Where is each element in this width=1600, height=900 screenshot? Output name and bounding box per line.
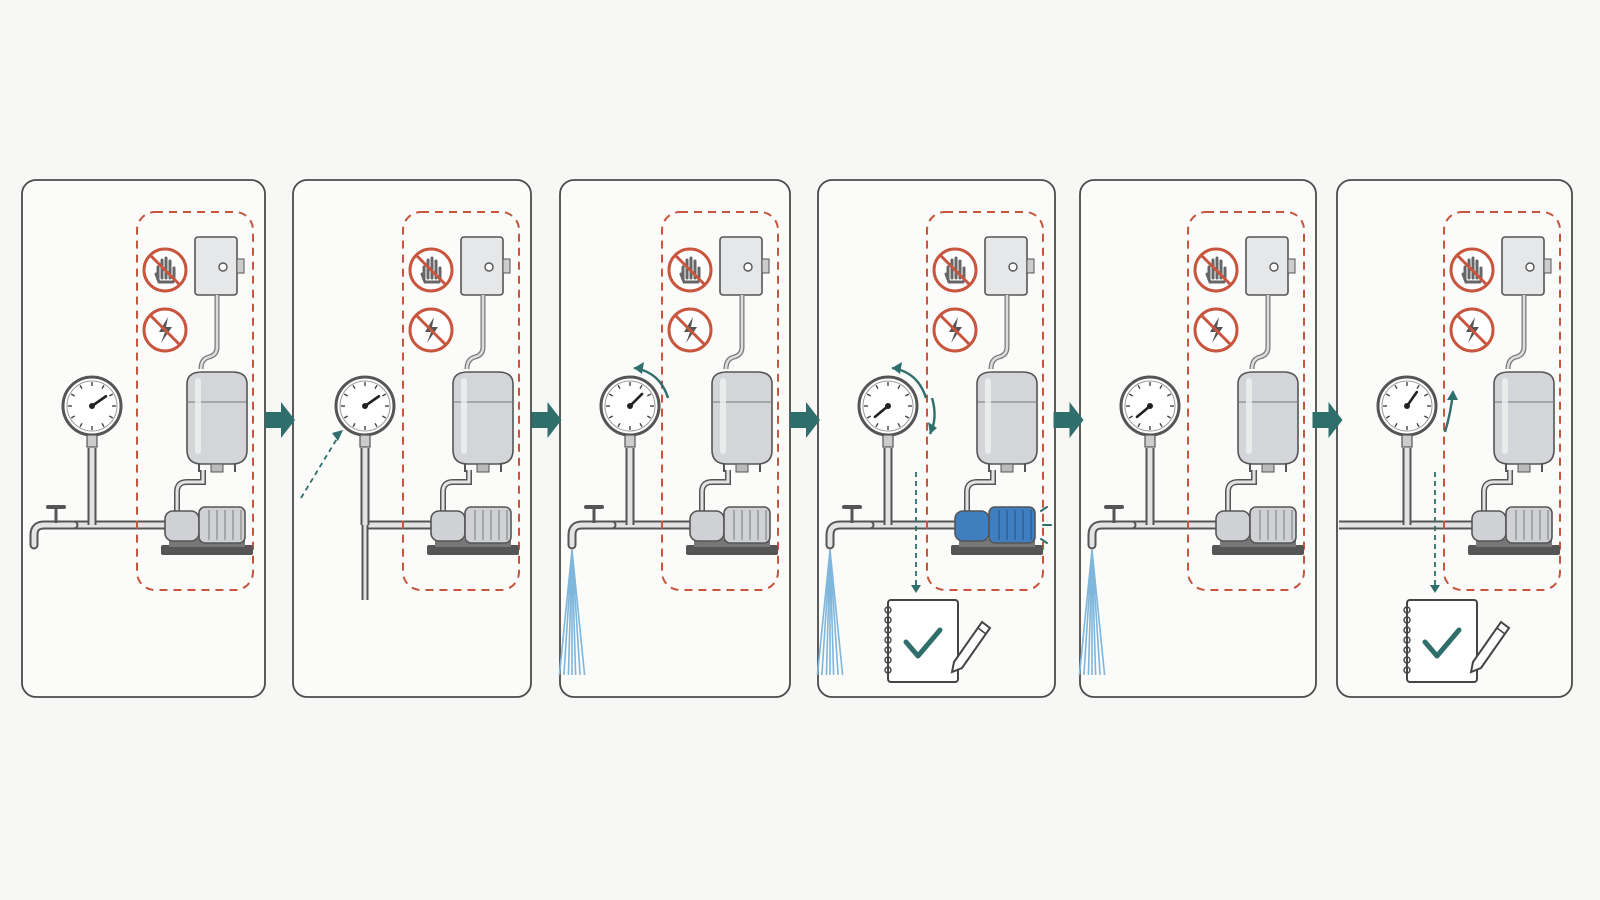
pressure-gauge-icon (61, 375, 123, 448)
panel-frame (1079, 179, 1317, 698)
water-stream-icon (816, 549, 844, 676)
control-box-icon (460, 236, 511, 370)
rotation-arrow-icon (928, 397, 937, 435)
faucet-icon (567, 505, 617, 550)
step-panel-1 (21, 179, 266, 698)
step-connectors (265, 402, 1343, 438)
hazard-zone-icon (926, 211, 1044, 591)
pipe-icon (360, 448, 472, 600)
pressure-gauge-icon (334, 375, 396, 448)
rotation-arrow-icon (891, 362, 928, 399)
panel-frame (817, 179, 1056, 698)
hazard-zone-icon (1187, 211, 1305, 591)
step-panel-6 (1336, 179, 1573, 698)
pipe-icon (1339, 448, 1513, 530)
faucet-icon (825, 505, 875, 550)
rotation-arrow-icon (1443, 390, 1458, 433)
pressure-tank-icon (976, 371, 1038, 473)
hazard-zone-icon (661, 211, 779, 591)
no-electricity-icon (142, 307, 188, 353)
panel-frame (292, 179, 532, 698)
pump-motor-icon (951, 506, 1052, 555)
step-panel-2 (292, 179, 532, 698)
pump-motor-icon (1212, 506, 1304, 555)
pressure-gauge-icon (599, 375, 661, 448)
pressure-tank-icon (1493, 371, 1555, 473)
step-arrow-icon (790, 402, 820, 438)
no-electricity-icon (932, 307, 978, 353)
hazard-zone-icon (1443, 211, 1561, 591)
record-arrow-icon (1430, 472, 1440, 593)
control-box-icon (1245, 236, 1296, 370)
control-box-icon (1501, 236, 1552, 370)
step-panel-3 (558, 179, 791, 698)
hazard-zone-icon (136, 211, 254, 591)
pressure-tank-icon (711, 371, 773, 473)
notepad-check-icon (1403, 599, 1511, 683)
panel-frame (559, 179, 791, 698)
faucet-icon (29, 505, 79, 550)
no-touch-icon (142, 247, 188, 293)
step-arrow-icon (1053, 402, 1084, 438)
record-arrow-icon (911, 472, 921, 593)
faucet-icon (1087, 505, 1137, 550)
hazard-zone-icon (402, 211, 520, 591)
control-box-icon (194, 236, 245, 370)
pump-motor-icon (427, 506, 519, 555)
pipe-icon (66, 448, 206, 530)
pressure-gauge-icon (857, 375, 919, 448)
pressure-tank-icon (1237, 371, 1299, 473)
no-touch-icon (667, 247, 713, 293)
pipe-icon (1124, 448, 1257, 530)
step-panel-4 (816, 179, 1056, 698)
no-touch-icon (932, 247, 978, 293)
notepad-check-icon (884, 599, 992, 683)
step-arrow-icon (1312, 402, 1343, 438)
control-box-icon (719, 236, 770, 370)
no-touch-icon (1449, 247, 1495, 293)
pressure-tank-icon (452, 371, 514, 473)
pressure-tank-icon (186, 371, 248, 473)
pressure-gauge-icon (1376, 375, 1438, 448)
no-electricity-icon (1449, 307, 1495, 353)
pump-motor-icon (686, 506, 778, 555)
step-panel-5 (1078, 179, 1317, 698)
pressure-gauge-icon (1119, 375, 1181, 448)
no-electricity-icon (667, 307, 713, 353)
panels-row (21, 179, 1573, 698)
pump-motor-icon (161, 506, 253, 555)
no-touch-icon (408, 247, 454, 293)
step-arrow-icon (531, 402, 562, 438)
indicator-arrow-icon (300, 430, 343, 499)
water-stream-icon (1078, 549, 1106, 676)
no-electricity-icon (408, 307, 454, 353)
panel-frame (1336, 179, 1573, 698)
pump-motor-icon (1468, 506, 1560, 555)
panel-frame (21, 179, 266, 698)
water-stream-icon (558, 549, 586, 676)
pipe-icon (604, 448, 731, 530)
rotation-arrow-icon (633, 362, 670, 399)
pipe-icon (862, 448, 996, 530)
control-box-icon (984, 236, 1035, 370)
no-electricity-icon (1193, 307, 1239, 353)
no-touch-icon (1193, 247, 1239, 293)
step-arrow-icon (265, 402, 295, 438)
